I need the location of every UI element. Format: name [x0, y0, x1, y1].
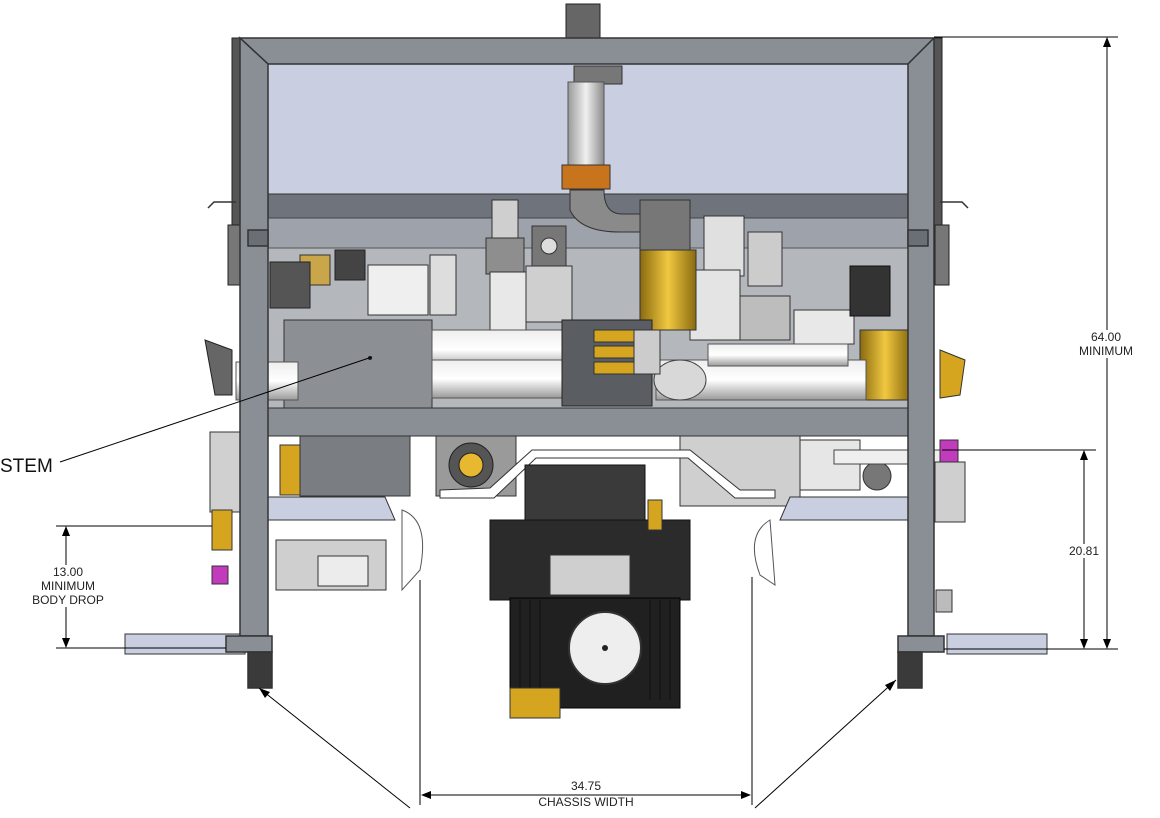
dimension-arrows [62, 37, 1111, 799]
chassis-width-value: 34.75 [570, 779, 602, 793]
manifold-block [561, 319, 661, 407]
left-components [204, 249, 891, 396]
callout-text: STEM [0, 456, 53, 477]
body-drop-line2: BODY DROP [32, 593, 104, 607]
chassis-width-dimension: 34.75 CHASSIS WIDTH [526, 779, 646, 809]
brass-valves [299, 249, 966, 401]
main-pipe [235, 329, 867, 401]
frame-height-dimension: 20.81 [1064, 544, 1104, 558]
body-drop-value: 13.00 [52, 565, 84, 579]
chassis-width-note: CHASSIS WIDTH [538, 795, 634, 809]
overall-height-value: 64.00 [1090, 330, 1122, 344]
callout-label: STEM [0, 456, 53, 478]
body-drop-dimension: 13.00 MINIMUM BODY DROP [26, 565, 110, 607]
overall-height-note: MINIMUM [1079, 344, 1133, 358]
discharge-pipe [561, 65, 691, 251]
overall-height-dimension: 64.00 MINIMUM [1066, 330, 1146, 358]
main-frame [225, 36, 945, 689]
body-drop-line1: MINIMUM [41, 579, 95, 593]
frame-height-value: 20.81 [1068, 544, 1100, 558]
valve-cluster [485, 199, 855, 345]
engine-block [489, 464, 691, 719]
lower-pump [299, 435, 945, 507]
control-box [283, 319, 433, 409]
frame-crossbar [247, 407, 925, 437]
